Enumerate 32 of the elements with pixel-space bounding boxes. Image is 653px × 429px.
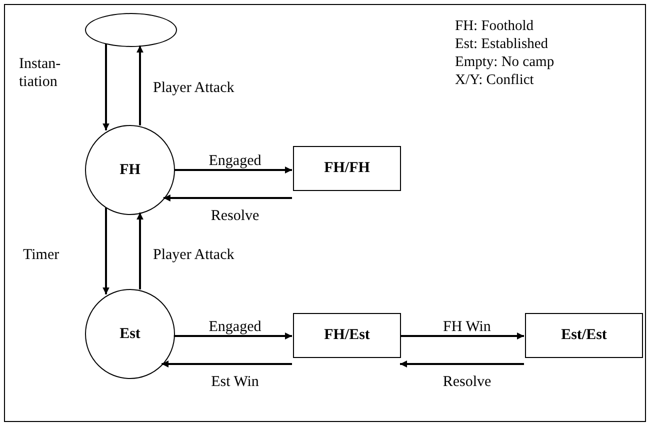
state-label: FH/FH <box>324 160 370 177</box>
edge-label: Instan- tiation <box>19 55 62 91</box>
arrow <box>136 212 144 290</box>
state-label: FH/Est <box>324 327 370 344</box>
state-box <box>293 146 401 191</box>
arrow <box>174 332 292 340</box>
arrow <box>102 208 110 294</box>
arrow <box>102 44 110 130</box>
arrow <box>136 46 144 126</box>
state-box <box>525 313 643 358</box>
edge-label: Resolve <box>210 207 260 225</box>
state-label: FH <box>120 162 140 178</box>
arrow <box>162 360 292 368</box>
edge-label: Resolve <box>442 373 492 391</box>
legend-note: Est: Established <box>455 35 548 53</box>
edge-label: Engaged <box>208 152 262 170</box>
state-label: Est/Est <box>561 327 607 344</box>
legend-note: X/Y: Conflict <box>455 71 534 89</box>
edge-label: Player Attack <box>153 79 236 97</box>
edge-label: Est Win <box>210 373 260 391</box>
arrow <box>163 194 292 202</box>
edge-label: Player Attack <box>153 246 236 264</box>
legend-note: FH: Foothold <box>455 17 534 35</box>
edge-label: Timer <box>23 246 60 264</box>
arrow <box>400 360 524 368</box>
arrow <box>400 332 524 340</box>
state-label: Est <box>120 326 140 342</box>
legend-note: Empty: No camp <box>455 53 554 71</box>
arrow <box>174 166 292 174</box>
state-box <box>293 313 401 358</box>
edge-label: Engaged <box>208 318 262 336</box>
edge-label: FH Win <box>442 318 492 336</box>
